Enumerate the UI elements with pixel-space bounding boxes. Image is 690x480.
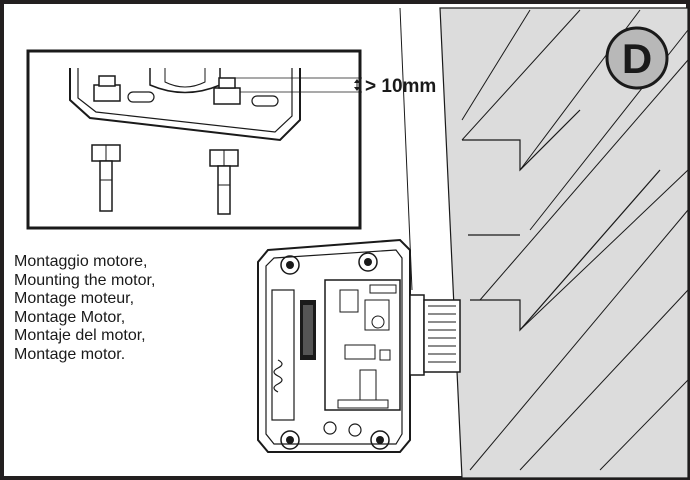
caption-it: Montaggio motore, xyxy=(14,253,148,270)
step-badge xyxy=(605,26,669,90)
caption-fr: Montage moteur, xyxy=(14,290,135,308)
step-letter: D xyxy=(622,35,652,82)
caption-list: Montaggio motore, Mounting the motor, Mo… xyxy=(14,253,155,365)
caption-es: Montaje del motor, xyxy=(14,327,146,345)
motor-unit-drawing xyxy=(257,238,461,453)
caption-de: Montage Motor, xyxy=(14,308,126,326)
bolt-detail-inset xyxy=(26,49,362,230)
caption-en: Mounting the motor, xyxy=(14,271,156,289)
dimension-label: > 10mm xyxy=(365,76,437,97)
wall-post-drawing xyxy=(399,7,689,479)
caption-nl: Montage motor. xyxy=(14,345,126,363)
